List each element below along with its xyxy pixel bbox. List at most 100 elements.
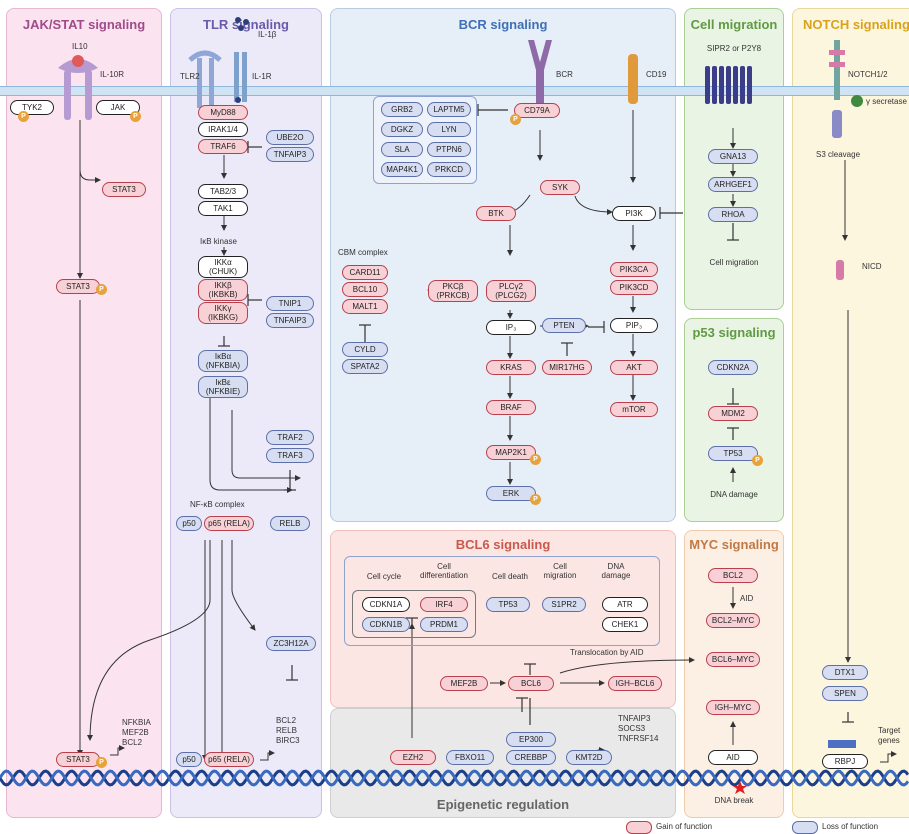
migration-receptor-label: SIPR2 or P2Y8 (706, 44, 762, 53)
tlr-target-2: RELB (276, 726, 297, 735)
dna-helix (0, 769, 909, 787)
dna-damage-label: DNA damage (710, 490, 758, 499)
crebbp-node: CREBBP (506, 750, 556, 765)
bcl2-myc-node: BCL2–MYC (706, 613, 760, 628)
tlr-target-1: BCL2 (276, 716, 297, 725)
mir17hg-node: MIR17HG (542, 360, 592, 375)
atr-node: ATR (602, 597, 648, 612)
phospho-erk: P (530, 494, 541, 505)
tp53-node: TP53 (708, 446, 758, 461)
il1r-label: IL-1R (252, 72, 272, 81)
myd88-node: MyD88 (198, 105, 248, 120)
p65-node-nuclear: p65 (RELA) (204, 752, 254, 767)
sla-node: SLA (381, 142, 423, 157)
aid-node: AID (708, 750, 758, 765)
il1b-label: IL-1β (258, 30, 277, 39)
il1r-receptor (234, 17, 249, 103)
s3-cleavage-label: S3 cleavage (816, 150, 861, 159)
phospho-tp53: P (752, 455, 763, 466)
ezh2-node: EZH2 (390, 750, 436, 765)
jakstat-panel: JAK/STAT signaling (6, 8, 162, 818)
jak-node: JAK (96, 100, 140, 115)
p53-title: p53 signaling (692, 325, 776, 340)
tab-node: TAB2/3 (198, 184, 248, 199)
rhoa-node: RHOA (708, 207, 758, 222)
gpcr-receptor (705, 66, 752, 104)
epi-target-1: TNFAIP3 (618, 714, 651, 723)
bcl6-title: BCL6 signaling (455, 537, 551, 552)
cd19-receptor (628, 54, 638, 104)
relb-node: RELB (270, 516, 310, 531)
jak-target-1: NFKBIA (122, 718, 151, 727)
gamma-secretase-label: γ secretase (866, 97, 907, 106)
phospho-tyk2: P (18, 111, 29, 122)
dna-break-star (733, 781, 747, 794)
dna-break-label: DNA break (714, 796, 754, 805)
legend-loss-swatch (792, 821, 818, 834)
nicd-label: NICD (862, 262, 882, 271)
ep300-node: EP300 (506, 732, 556, 747)
phospho-stat3-nuclear: P (96, 757, 107, 768)
phospho-cd79a: P (510, 114, 521, 125)
erk-node: ERK (486, 486, 536, 501)
il10r-label: IL-10R (100, 70, 125, 79)
pip3-node: PIP₃ (610, 318, 658, 333)
category-cell-death: Cell death (491, 572, 529, 581)
notch-receptor-label: NOTCH1/2 (848, 70, 888, 79)
traf3-node: TRAF3 (266, 448, 314, 463)
stat3-node-2: STAT3 (56, 279, 100, 294)
bcl6-target-group (344, 556, 660, 646)
tak1-node: TAK1 (198, 201, 248, 216)
map2k1-node: MAP2K1 (486, 445, 536, 460)
cdkn1a-node: CDKN1A (362, 597, 410, 612)
ikkb-node: IKKβ(IKBKB) (198, 279, 248, 301)
il10-label: IL10 (72, 42, 88, 51)
pik3ca-node: PIK3CA (610, 262, 658, 277)
jakstat-title: JAK/STAT signaling (22, 17, 146, 32)
igh-bcl6-node: IGH–BCL6 (608, 676, 662, 691)
myc-title: MYC signaling (689, 537, 779, 552)
translocation-label: Translocation by AID (570, 648, 644, 657)
notch-panel: NOTCH signaling (792, 8, 909, 818)
pten-node: PTEN (542, 318, 586, 333)
tnfaip3-node-2: TNFAIP3 (266, 313, 314, 328)
bcl6-cycle-diff-group (352, 590, 476, 638)
syk-node: SYK (540, 180, 580, 195)
ikkg-node: IKKγ(IKBKG) (198, 302, 248, 324)
rbpj-node: RBPJ (822, 754, 868, 769)
traf6-node: TRAF6 (198, 139, 248, 154)
legend-gain-swatch (626, 821, 652, 834)
rbpj-shape (828, 740, 856, 748)
epigenetic-title: Epigenetic regulation (436, 797, 570, 812)
zc3h12a-node: ZC3H12A (266, 636, 316, 651)
cdkn1b-node: CDKN1B (362, 617, 410, 632)
cell-membrane (0, 86, 909, 96)
malt1-node: MALT1 (342, 299, 388, 314)
kmt2d-node: KMT2D (566, 750, 612, 765)
cbm-complex-label: CBM complex (338, 248, 388, 257)
cyld-node: CYLD (342, 342, 388, 357)
il10r-receptor (58, 55, 98, 120)
map4k1-node: MAP4K1 (381, 162, 423, 177)
lyn-node: LYN (427, 122, 471, 137)
ikka-node: IKKα(CHUK) (198, 256, 248, 278)
migration-outcome-label: Cell migration (709, 258, 759, 267)
spata2-node: SPATA2 (342, 359, 388, 374)
grb2-node: GRB2 (381, 102, 423, 117)
notch-title: NOTCH signaling (803, 17, 909, 32)
prkcd-node: PRKCD (427, 162, 471, 177)
bcl6-myc-node: BCL6–MYC (706, 652, 760, 667)
irf4-node: IRF4 (420, 597, 468, 612)
phospho-stat3: P (96, 284, 107, 295)
laptm5-node: LAPTM5 (427, 102, 471, 117)
dtx1-node: DTX1 (822, 665, 868, 680)
phospho-map2k1: P (530, 454, 541, 465)
plcg2-node: PLCγ2(PLCG2) (486, 280, 536, 302)
fbxo11-node: FBXO11 (446, 750, 494, 765)
irak-node: IRAK1/4 (198, 122, 248, 137)
notch-target-1: Target (878, 726, 901, 735)
akt-node: AKT (610, 360, 658, 375)
